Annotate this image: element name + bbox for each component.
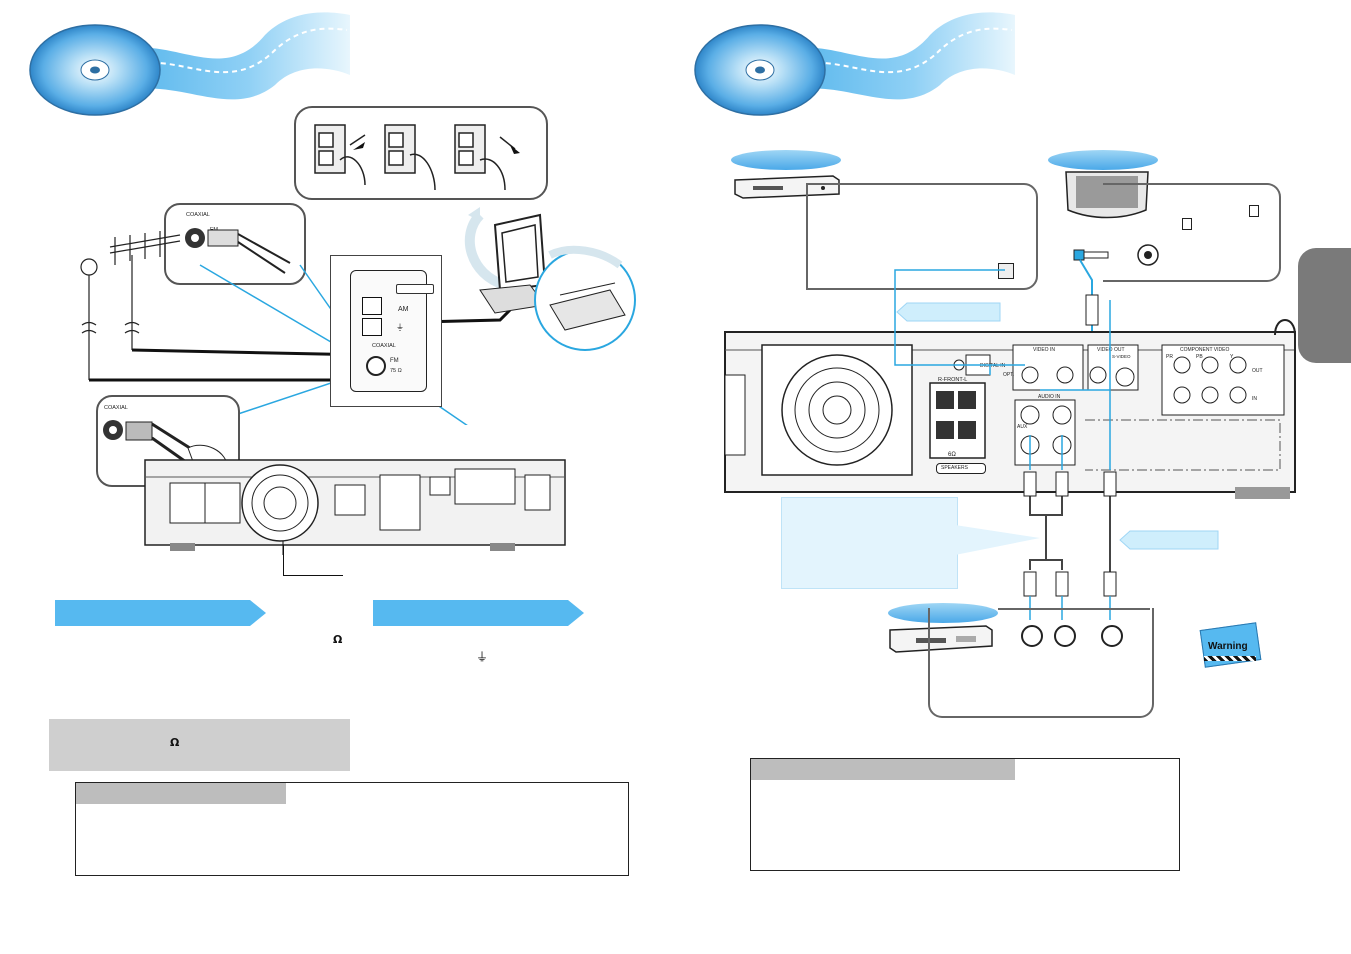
terminal-label-plate (396, 284, 434, 294)
fm-label-panel: FM (390, 358, 399, 364)
ohm-symbol-grey: Ω (170, 736, 180, 749)
coaxial-label-panel: COAXIAL (372, 343, 396, 349)
am-antenna-banner (373, 600, 584, 626)
y-label: Y (1230, 354, 1234, 360)
warning-badge-stripe (1204, 656, 1256, 661)
tv-small-square-2 (1249, 205, 1259, 217)
warning-label: Warning (1208, 641, 1248, 652)
am-terminal-slot-2 (362, 318, 382, 336)
optical-jack-device (998, 263, 1014, 279)
coaxial-plug-graphic (185, 228, 291, 274)
digital-device-pill (731, 150, 841, 170)
speakers-label: SPEAKERS (941, 465, 968, 471)
vcr-connection-box (928, 608, 1154, 718)
receiver-rear-panel-right-graphic (724, 319, 1296, 499)
fm-ohm-label-panel: 75 Ω (390, 368, 402, 374)
ground-icon-panel: ⏚ (396, 323, 404, 332)
audio-note-bubble-pointer (955, 525, 1040, 555)
vcr-audio-jack-l (1021, 625, 1043, 647)
coaxial-label-bottom: COAXIAL (104, 405, 128, 411)
am-loop-antenna-graphic (464, 207, 636, 351)
component-video-label: COMPONENT VIDEO (1180, 347, 1230, 353)
audio-in-label: AUDIO IN (1038, 394, 1061, 400)
six-ohm-label: 6Ω (948, 452, 956, 458)
fan-pointer-vertical (283, 545, 284, 576)
vcr-audio-jack-r (1054, 625, 1076, 647)
caution-header-bar-left (76, 783, 286, 804)
vcr-pill (888, 603, 998, 623)
pr-label: PR (1166, 354, 1173, 360)
tv-video-cable-graphic (1073, 244, 1159, 335)
cd-ribbon-header-graphic-right (694, 12, 1015, 116)
receiver-rear-panel-graphic (144, 459, 566, 555)
chapter-side-tab (1298, 248, 1351, 363)
video-out-label: VIDEO OUT (1097, 347, 1125, 353)
caution-header-bar-right (751, 759, 1015, 780)
s-video-label: S-VIDEO (1112, 354, 1131, 359)
aux-label: AUX (1017, 424, 1028, 430)
fan-pointer-line (283, 575, 343, 576)
connection-cables-graphic (894, 269, 1117, 620)
vcr-connection-box-right (998, 608, 1150, 610)
tv-connection-box (1103, 183, 1281, 282)
in-label: IN (1252, 396, 1257, 402)
pb-label: PB (1196, 354, 1203, 360)
opt-label: OPT. (1003, 372, 1015, 378)
vcr-graphic (889, 625, 993, 653)
tv-pill (1048, 150, 1158, 170)
am-label: AM (398, 306, 409, 313)
vcr-video-jack (1101, 625, 1123, 647)
ohm-symbol-text: Ω (333, 633, 343, 646)
audio-note-bubble (781, 497, 958, 589)
speakers-label-plate (936, 463, 986, 474)
digital-in-label: DIGITAL IN (980, 363, 1006, 369)
fm-antenna-banner (55, 600, 266, 626)
optical-cable-callout (896, 302, 1001, 322)
fm-jack (366, 356, 386, 376)
speaker-clip-steps-graphic (314, 124, 520, 191)
video-cable-callout (1119, 530, 1219, 550)
out-label: OUT (1252, 368, 1263, 374)
ground-symbol-text: ⏚ (476, 650, 489, 664)
cd-ribbon-header-graphic (29, 12, 350, 116)
digital-device-connection-box (806, 183, 1038, 290)
am-terminal-slot-1 (362, 297, 382, 315)
tv-small-square-1 (1182, 218, 1192, 230)
coaxial-label-top: COAXIAL (186, 212, 210, 218)
r-front-l-label: R-FRONT-L (938, 377, 968, 383)
grey-note-box (49, 719, 350, 771)
video-in-label: VIDEO IN (1033, 347, 1055, 353)
